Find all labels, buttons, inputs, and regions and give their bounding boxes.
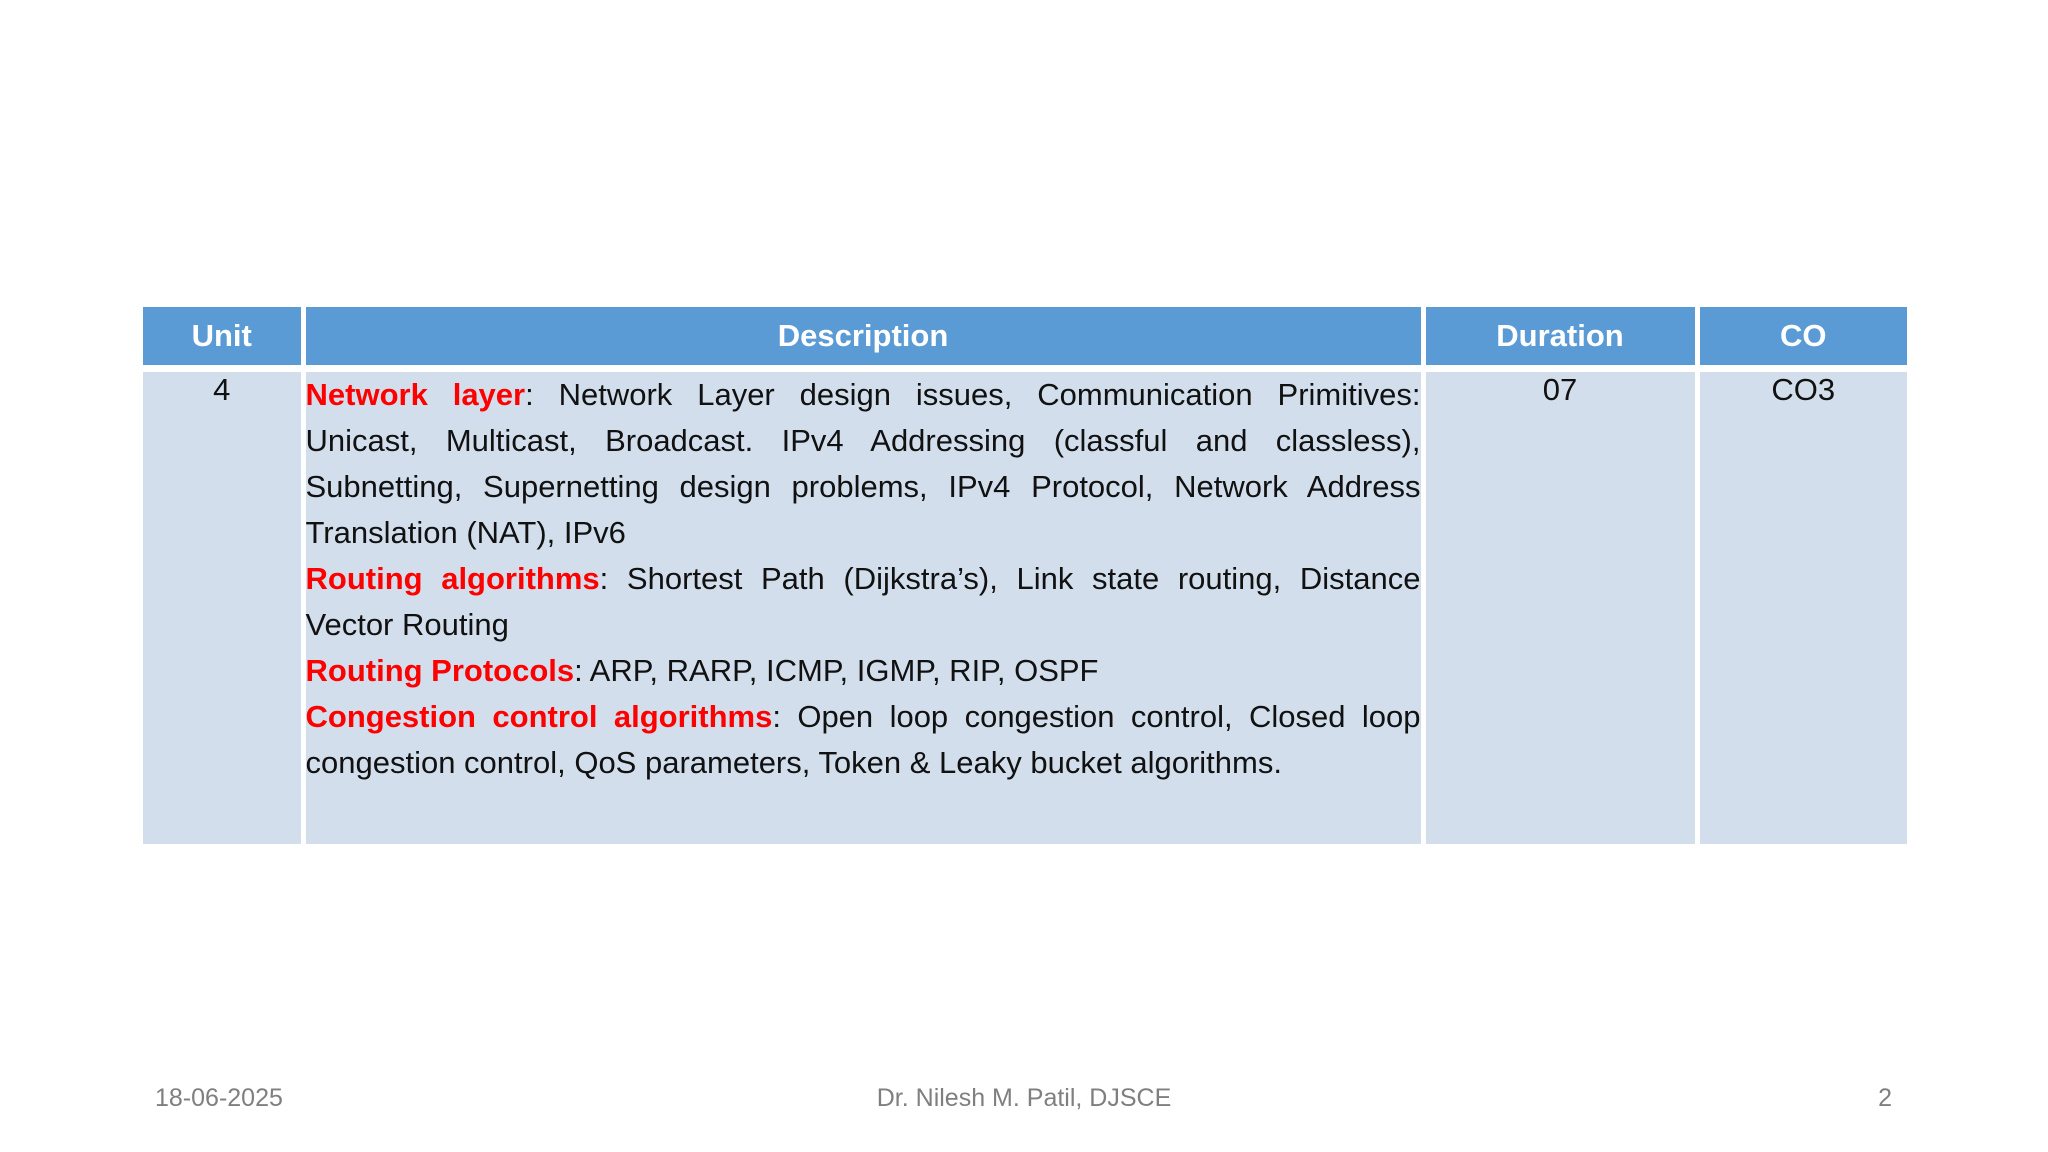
- topic-text: : Shortest Path (Dijkstra’s), Link state…: [305, 561, 1421, 642]
- topic-term: Network layer: [305, 377, 526, 412]
- column-header-duration: Duration: [1420, 307, 1697, 372]
- description-paragraph-network-layer: Network layer: Network Layer design issu…: [306, 372, 1421, 556]
- topic-term: Routing Protocols: [305, 653, 575, 688]
- topic-text: : Open loop congestion control, Closed l…: [305, 699, 1421, 780]
- syllabus-table: Unit Description Duration CO 4 Network l…: [143, 307, 1907, 844]
- topic-term: Routing algorithms: [305, 561, 600, 596]
- table-row: 4 Network layer: Network Layer design is…: [143, 368, 1907, 844]
- column-header-description: Description: [300, 307, 1423, 372]
- footer-date: 18-06-2025: [155, 1084, 283, 1112]
- slide-number: 2: [1878, 1084, 1892, 1112]
- topic-term: Congestion control algorithms: [305, 699, 773, 734]
- column-header-unit: Unit: [143, 307, 303, 372]
- unit-cell: 4: [143, 368, 303, 844]
- column-header-co: CO: [1694, 307, 1907, 372]
- footer-author: Dr. Nilesh M. Patil, DJSCE: [876, 1084, 1172, 1112]
- description-cell: Network layer: Network Layer design issu…: [300, 368, 1423, 844]
- topic-text: : Network Layer design issues, Communica…: [305, 377, 1421, 550]
- description-paragraph-routing-protocols: Routing Protocols: ARP, RARP, ICMP, IGMP…: [306, 648, 1421, 694]
- description-paragraph-routing-algorithms: Routing algorithms: Shortest Path (Dijks…: [306, 556, 1421, 648]
- topic-text: : ARP, RARP, ICMP, IGMP, RIP, OSPF: [574, 653, 1099, 688]
- table-header-row: Unit Description Duration CO: [143, 307, 1907, 372]
- duration-cell: 07: [1420, 368, 1697, 844]
- description-paragraph-congestion-control: Congestion control algorithms: Open loop…: [306, 694, 1421, 786]
- co-cell: CO3: [1694, 368, 1907, 844]
